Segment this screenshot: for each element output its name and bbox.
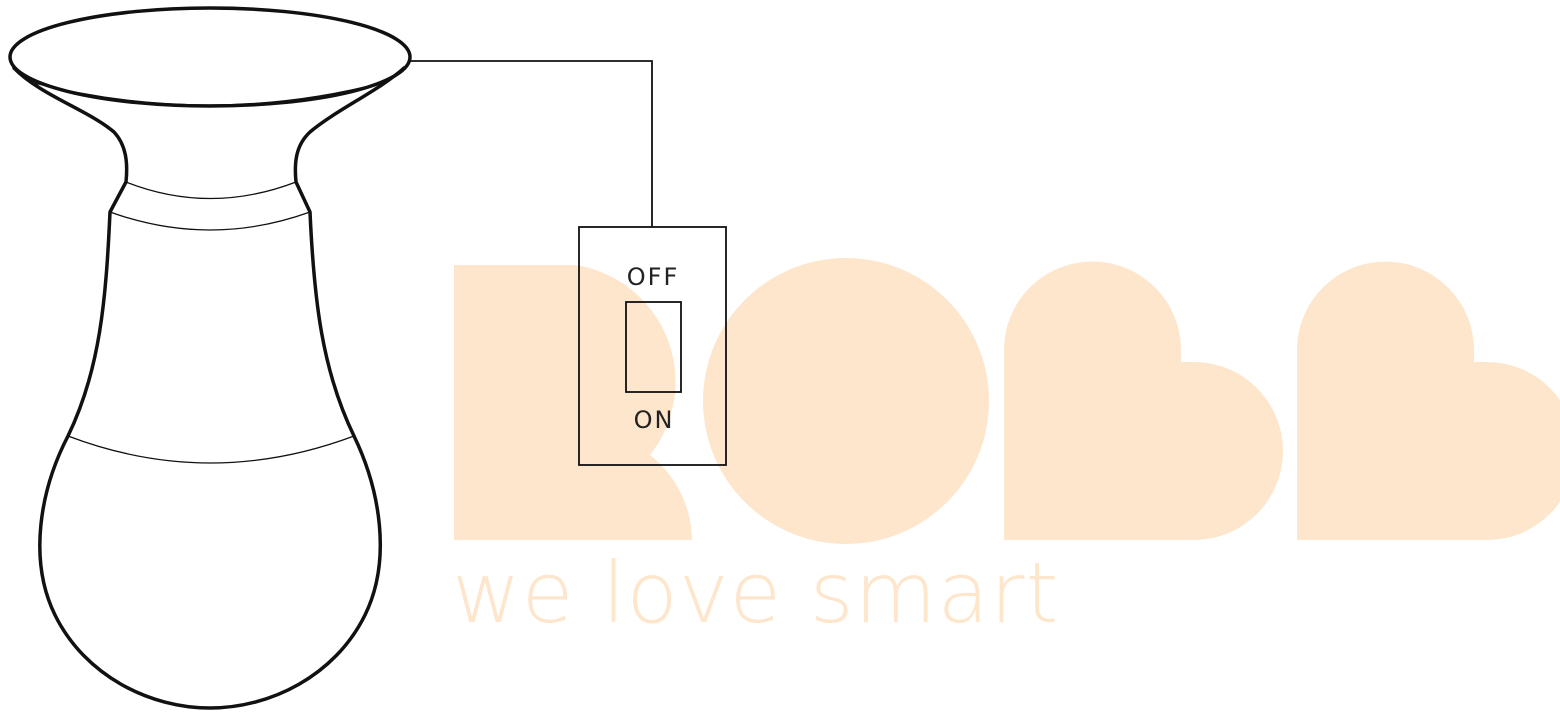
bulb-neck-band-lower xyxy=(109,211,311,231)
switch-off-label: OFF xyxy=(627,263,680,291)
bulb-globe-seam xyxy=(67,435,355,464)
logo-letter-b2 xyxy=(1297,261,1560,540)
bulb-neck-band-upper xyxy=(125,181,297,200)
switch-on-label: ON xyxy=(634,406,675,434)
logo-letter-b1 xyxy=(1004,261,1283,540)
switch-toggle[interactable] xyxy=(625,301,682,393)
bulb-body xyxy=(12,66,406,710)
switch-plate xyxy=(578,226,727,466)
logo-tagline: we love smart xyxy=(452,544,1059,642)
logo-letter-r xyxy=(454,265,692,540)
bulb-rim xyxy=(8,6,412,108)
wall-switch: OFF ON xyxy=(578,226,727,466)
logo-letter-o xyxy=(703,258,989,544)
robb-logo-watermark: we love smart xyxy=(452,258,1560,642)
bulb-rim-inner xyxy=(29,81,386,106)
light-bulb xyxy=(8,6,412,710)
connection-wire xyxy=(410,60,653,227)
